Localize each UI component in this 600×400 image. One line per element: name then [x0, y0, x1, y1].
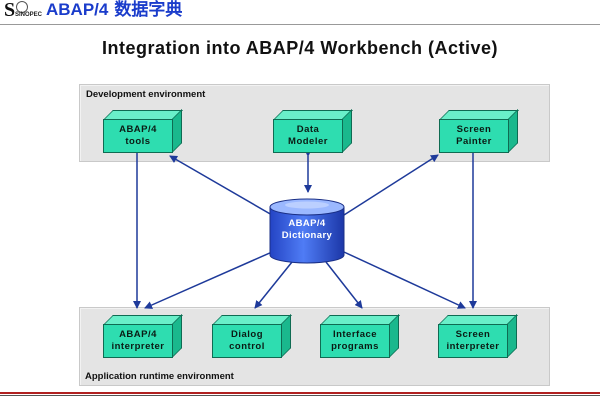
header-subtitle-cn: 数据字典: [114, 0, 183, 20]
box-line2: interpreter: [446, 341, 500, 352]
box-line1: Data: [296, 124, 320, 135]
box-line1: ABAP/4: [119, 124, 157, 135]
box-line2: Painter: [456, 136, 492, 147]
dictionary-label-line2: Dictionary: [281, 230, 333, 241]
arrow-dictionary-to-abap-interpreter: [144, 251, 273, 309]
box-line1: Dialog: [230, 329, 263, 340]
box-line2: interpreter: [111, 341, 165, 352]
dictionary-database-icon: [269, 198, 345, 264]
runtime-environment-label: Application runtime environment: [85, 371, 234, 382]
arrow-dictionary-to-tools: [169, 155, 273, 216]
header-title: ABAP/4: [46, 0, 109, 19]
slide-title: Integration into ABAP/4 Workbench (Activ…: [101, 38, 499, 58]
development-environment-label: Development environment: [86, 89, 206, 100]
box-line1: ABAP/4: [119, 329, 157, 340]
footer-divider: [0, 392, 600, 394]
box-line1: Interface: [332, 329, 378, 340]
dictionary-label-line1: ABAP/4: [288, 218, 326, 229]
arrow-dictionary-to-interface: [325, 261, 363, 309]
logo-ring-icon: [16, 1, 28, 13]
arrow-dictionary-to-dialog-control: [254, 261, 293, 309]
box-line1: Screen: [455, 329, 491, 340]
box-line2: Modeler: [288, 136, 328, 147]
logo-s-glyph: S: [4, 0, 16, 21]
arrow-dictionary-to-painter: [343, 154, 439, 216]
footer-divider-secondary: [0, 395, 600, 396]
box-line2: control: [229, 341, 265, 352]
box-line2: programs: [331, 341, 379, 352]
box-line2: tools: [125, 136, 151, 147]
box-line1: Screen: [456, 124, 492, 135]
sinopec-logo: S SINOPEC: [4, 0, 42, 21]
arrow-dictionary-to-screen-interpreter: [343, 251, 466, 309]
header-divider: [0, 24, 600, 25]
slide-header: ABAP/4 数据字典: [46, 0, 182, 20]
dictionary-label: ABAP/4 Dictionary: [272, 218, 342, 242]
logo-wordmark: SINOPEC: [15, 12, 43, 18]
